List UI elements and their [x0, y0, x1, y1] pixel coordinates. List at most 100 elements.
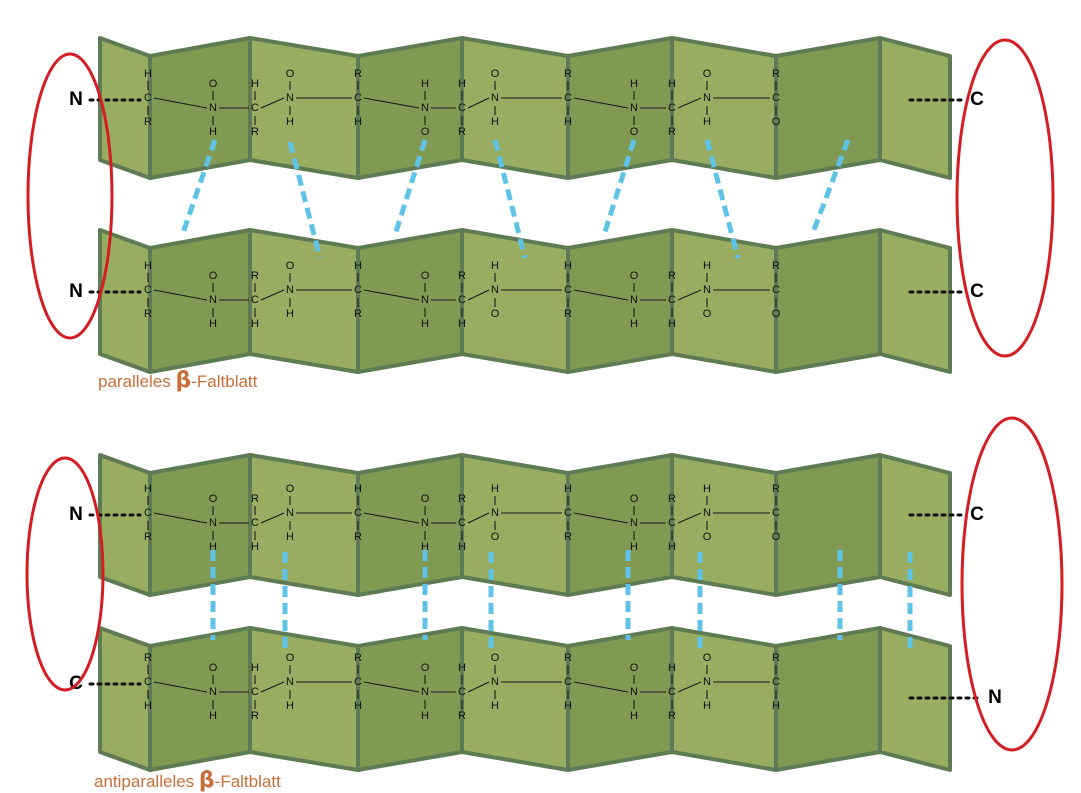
substituent-down: R [458, 126, 466, 138]
substituent-down: H [458, 541, 466, 553]
caption-antiparallel-beta: β [199, 768, 215, 793]
hydrogen-bond [704, 139, 741, 259]
substituent-up: H [144, 68, 152, 80]
substituent-down: H [286, 531, 294, 543]
backbone-atom: N [703, 284, 711, 296]
backbone-atom: N [630, 517, 638, 529]
backbone-atom: C [251, 517, 259, 529]
backbone-atom: N [630, 686, 638, 698]
substituent-up: O [286, 260, 295, 272]
backbone-bond [153, 512, 208, 524]
sheet-panel [670, 626, 778, 772]
substituent-down: R [564, 531, 572, 543]
substituent-down: O [703, 531, 712, 543]
backbone-bond [363, 681, 420, 693]
backbone-atom: C [668, 517, 676, 529]
backbone-atom: C [144, 676, 152, 688]
substituent-down: O [421, 126, 430, 138]
backbone-atom: N [209, 294, 217, 306]
substituent-down: H [251, 318, 259, 330]
substituent-down: O [630, 126, 639, 138]
sheet-panel [878, 453, 952, 597]
caption-parallel-beta: β [176, 368, 192, 393]
substituent-down: H [703, 116, 711, 128]
substituent-down: H [286, 308, 294, 320]
substituent-down: O [772, 531, 781, 543]
backbone-atom: C [251, 102, 259, 114]
substituent-up: H [354, 260, 362, 272]
backbone-atom: C [144, 507, 152, 519]
substituent-up: O [703, 68, 712, 80]
substituent-up: H [668, 662, 676, 674]
substituent-up: O [630, 493, 639, 505]
substituent-down: H [668, 318, 676, 330]
substituent-up: H [421, 78, 429, 90]
substituent-down: R [354, 531, 362, 543]
substituent-up: O [421, 270, 430, 282]
substituent-down: R [354, 308, 362, 320]
substituent-up: H [144, 483, 152, 495]
sheet-panel [460, 228, 570, 374]
substituent-down: H [491, 116, 499, 128]
substituent-up: H [354, 483, 362, 495]
sheet-panel [774, 626, 882, 772]
substituent-down: O [491, 308, 500, 320]
caption-parallel-prefix: paralleles [98, 372, 176, 391]
substituent-down: H [630, 541, 638, 553]
backbone-atom: C [772, 92, 780, 104]
substituent-down: H [209, 710, 217, 722]
caption-parallel-suffix: -Faltblatt [191, 372, 257, 391]
backbone-atom: N [491, 507, 499, 519]
backbone-atom: C [458, 294, 466, 306]
substituent-down: H [491, 700, 499, 712]
substituent-down: H [209, 318, 217, 330]
sheet-panel [356, 228, 464, 374]
sheet-panel [774, 36, 882, 180]
terminus-right: C [970, 281, 984, 302]
backbone-bond [677, 681, 702, 693]
backbone-atom: C [668, 102, 676, 114]
backbone-atom: N [421, 294, 429, 306]
caption-antiparallel: antiparalleles β-Faltblatt [94, 768, 281, 793]
substituent-up: O [703, 652, 712, 664]
sheet-panel [148, 453, 252, 597]
sheet-panel [670, 36, 778, 180]
terminus-left: N [69, 281, 83, 302]
terminus-left: N [69, 89, 83, 110]
substituent-up: H [564, 260, 572, 272]
substituent-down: R [564, 308, 572, 320]
sheet-panel [356, 626, 464, 772]
terminus-highlight-ring [955, 38, 1055, 358]
substituent-up: R [668, 493, 676, 505]
substituent-down: R [668, 126, 676, 138]
backbone-bond [677, 97, 702, 109]
backbone-bond [573, 681, 629, 693]
sheet-panel [670, 453, 778, 597]
substituent-up: R [772, 483, 780, 495]
backbone-bond [153, 97, 208, 109]
sheet-panel [878, 36, 952, 180]
sheet-panel [248, 36, 360, 180]
substituent-down: R [144, 116, 152, 128]
substituent-up: H [668, 78, 676, 90]
backbone-bond [677, 289, 702, 301]
sheet-panel [248, 453, 360, 597]
backbone-atom: N [286, 284, 294, 296]
substituent-up: O [286, 483, 295, 495]
substituent-down: R [251, 126, 259, 138]
substituent-up: R [354, 652, 362, 664]
backbone-atom: N [421, 102, 429, 114]
sheet-panel [878, 626, 952, 772]
substituent-down: H [209, 126, 217, 138]
substituent-down: O [772, 308, 781, 320]
sheet-panel [670, 228, 778, 374]
backbone-atom: C [772, 507, 780, 519]
substituent-up: R [772, 652, 780, 664]
backbone-atom: C [354, 507, 362, 519]
backbone-bond [573, 289, 629, 301]
substituent-up: O [286, 652, 295, 664]
backbone-atom: N [703, 676, 711, 688]
substituent-up: O [209, 270, 218, 282]
sheet-panel [566, 228, 674, 374]
substituent-down: O [491, 531, 500, 543]
